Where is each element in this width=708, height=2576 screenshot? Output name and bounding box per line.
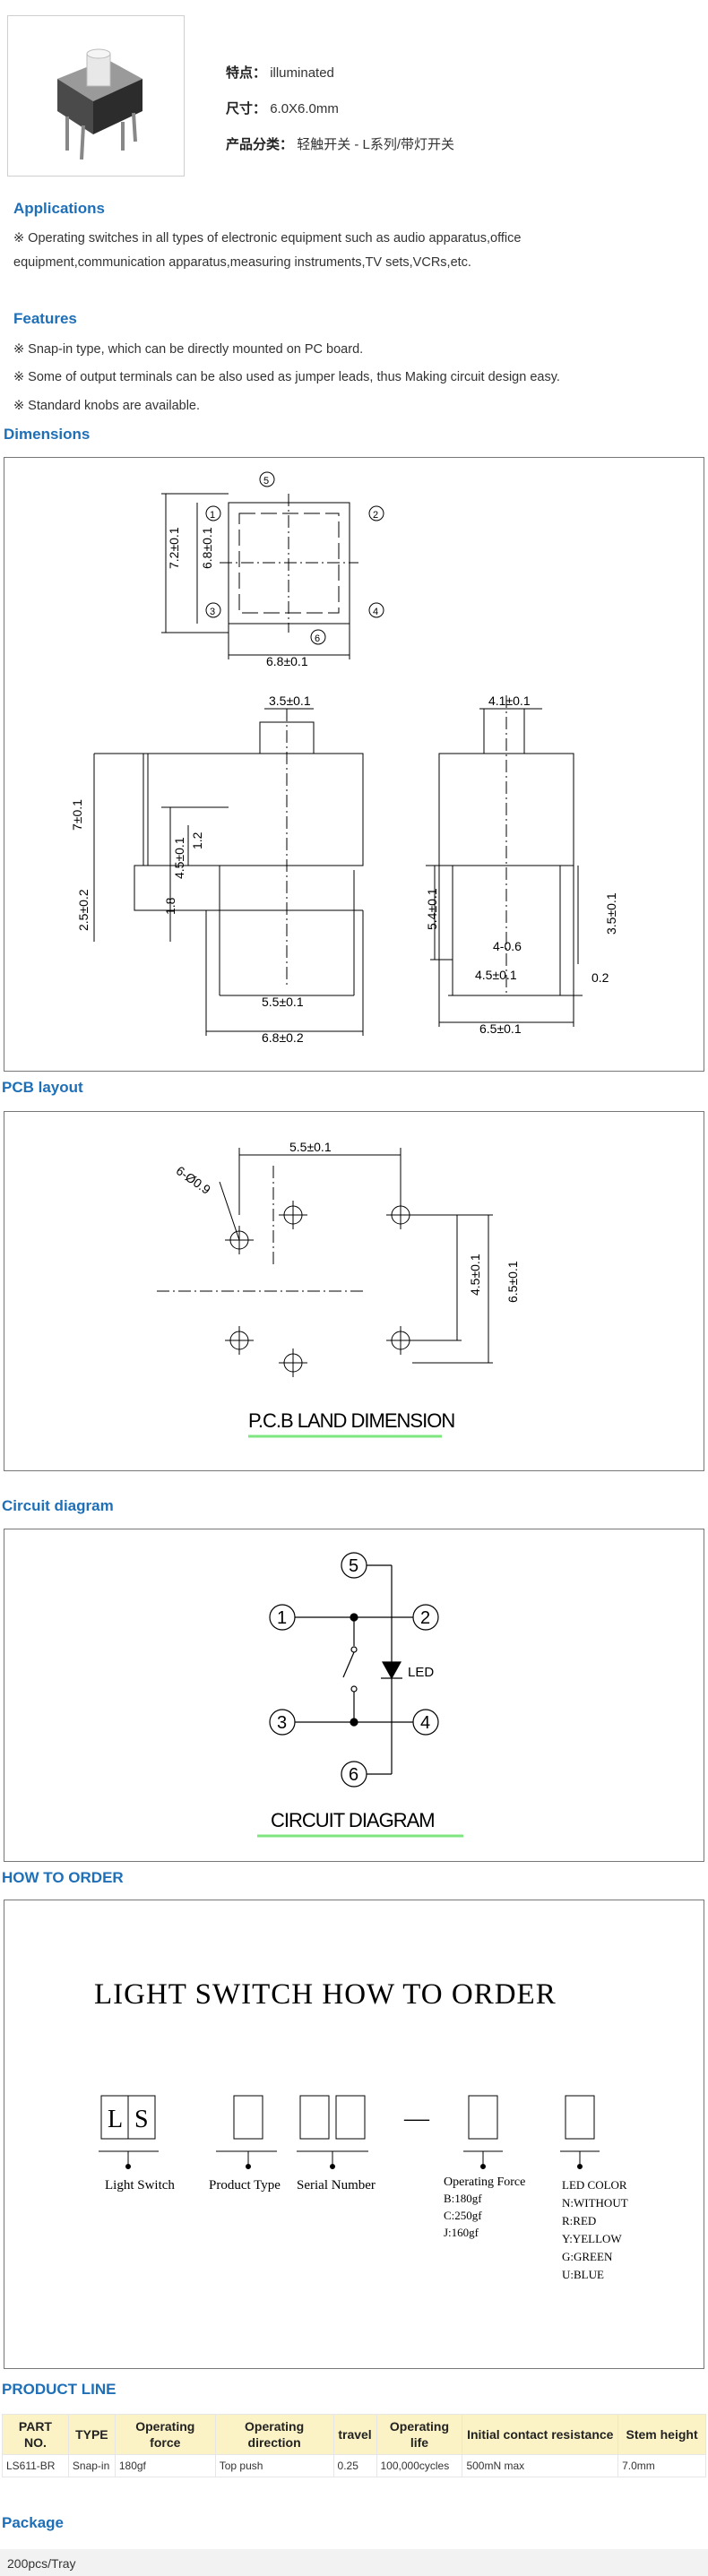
pcb-drawing: 5.5±0.1 6-Ø0.9 4.5±0.1 6.5±0.1 P.C.B LAN…: [4, 1111, 704, 1471]
col-type: TYPE: [67, 2414, 116, 2455]
pcb-holes-label: 6-Ø0.9: [174, 1163, 213, 1197]
dim-label: 1.2: [190, 831, 204, 849]
circuit-caption: CIRCUIT DIAGRAM: [271, 1809, 435, 1831]
order-product-type: Product Type: [209, 2178, 281, 2193]
table-row: LS611-BR Snap-in 180gf Top push 0.25 100…: [2, 2454, 706, 2477]
force-option: J:160gf: [444, 2226, 479, 2239]
dim-label: 4-0.6: [493, 939, 522, 953]
spec-list: 特点： illuminated 尺寸： 6.0X6.0mm 产品分类： 轻触开关…: [226, 56, 454, 163]
force-option: C:250gf: [444, 2209, 482, 2222]
dim-label: 5.4±0.1: [425, 888, 439, 930]
col-operating-direction: Operating direction: [214, 2414, 334, 2455]
circuit-title: Circuit diagram: [2, 1497, 114, 1514]
dimensions-drawing: 5 1 2 3 4 6 7.2±0.1 6.8±0.1 6.8±0.1 3.5±…: [4, 457, 704, 1072]
pin-label: 4: [373, 607, 378, 617]
dim-label: 4.1±0.1: [488, 694, 531, 708]
cell-part-no: LS611-BR: [2, 2454, 69, 2477]
dim-label: 6.8±0.2: [262, 1030, 304, 1045]
color-option: U:BLUE: [562, 2268, 604, 2281]
applications-title: Applications: [13, 200, 106, 217]
order-letter-l: L: [108, 2106, 123, 2133]
cell-travel: 0.25: [332, 2454, 377, 2477]
dim-label: 3.5±0.1: [604, 892, 618, 935]
color-option: G:GREEN: [562, 2250, 613, 2263]
product-line-table: PART NO. TYPE Operating force Operating …: [2, 2414, 706, 2477]
col-operating-force: Operating force: [114, 2414, 216, 2455]
spec-size: 尺寸： 6.0X6.0mm: [226, 101, 339, 116]
product-summary: 特点： illuminated 尺寸： 6.0X6.0mm 产品分类： 轻触开关…: [0, 0, 708, 188]
package-title: Package: [2, 2514, 64, 2531]
circuit-pin: 3: [277, 1713, 287, 1733]
cell-stem-height: 7.0mm: [617, 2454, 706, 2477]
pin-label: 6: [315, 633, 320, 644]
cell-operating-force: 180gf: [114, 2454, 216, 2477]
dim-label: 2.5±0.2: [76, 889, 91, 931]
table-header-row: PART NO. TYPE Operating force Operating …: [2, 2414, 706, 2455]
cell-contact-resistance: 500mN max: [462, 2454, 619, 2477]
order-led-color: LED COLOR: [562, 2178, 627, 2192]
order-drawing: LIGHT SWITCH HOW TO ORDER L S — Light Sw…: [4, 1900, 704, 2369]
feature-item-1: ※ Snap-in type, which can be directly mo…: [13, 342, 364, 357]
circuit-pin: 4: [420, 1713, 430, 1733]
dim-label: 6.5±0.1: [479, 1021, 522, 1036]
pcb-h1-label: 4.5±0.1: [468, 1254, 482, 1296]
circuit-pin: 6: [349, 1765, 358, 1785]
color-option: Y:YELLOW: [562, 2232, 622, 2245]
cell-operating-direction: Top push: [214, 2454, 334, 2477]
circuit-pin: 1: [277, 1608, 287, 1628]
order-operating-force: Operating Force: [444, 2175, 525, 2189]
dim-label: 7.2±0.1: [167, 527, 181, 569]
order-letter-s: S: [134, 2106, 149, 2133]
feature-item-2: ※ Some of output terminals can be also u…: [13, 370, 560, 384]
force-option: B:180gf: [444, 2192, 482, 2205]
pcb-title: PCB layout: [2, 1079, 83, 1096]
pcb-width-label: 5.5±0.1: [289, 1140, 332, 1154]
dimensions-title: Dimensions: [4, 426, 91, 443]
col-part-no: PART NO.: [2, 2414, 69, 2455]
dim-label: 3.5±0.1: [269, 694, 311, 708]
col-contact-resistance: Initial contact resistance: [462, 2414, 619, 2455]
pin-label: 3: [210, 607, 215, 617]
dim-label: 6.8±0.1: [200, 527, 214, 569]
dim-label: 7±0.1: [70, 799, 84, 831]
dim-label: 0.2: [591, 970, 609, 985]
dim-label: 4.5±0.1: [172, 837, 186, 879]
product-line-title: PRODUCT LINE: [2, 2381, 117, 2398]
color-option: R:RED: [562, 2214, 596, 2227]
applications-text: ※ Operating switches in all types of ele…: [13, 231, 522, 270]
col-travel: travel: [332, 2414, 377, 2455]
package-value: 200pcs/Tray: [0, 2549, 708, 2576]
pin-label: 1: [210, 510, 215, 521]
spec-category: 产品分类： 轻触开关 - L系列/带灯开关: [226, 137, 455, 152]
color-option: N:WITHOUT: [562, 2196, 628, 2210]
col-stem-height: Stem height: [617, 2414, 706, 2455]
features-title: Features: [13, 310, 77, 327]
order-serial-number: Serial Number: [297, 2178, 376, 2193]
circuit-pin: 5: [349, 1556, 358, 1576]
pin-label: 2: [373, 510, 378, 521]
feature-item-3: ※ Standard knobs are available.: [13, 399, 201, 413]
cell-operating-life: 100,000cycles: [376, 2454, 463, 2477]
order-light-switch: Light Switch: [105, 2178, 175, 2193]
pcb-caption: P.C.B LAND DIMENSION: [248, 1409, 454, 1432]
dim-label: 4.5±0.1: [475, 968, 517, 982]
order-dash: —: [403, 2105, 430, 2132]
dim-label: 5.5±0.1: [262, 995, 304, 1009]
col-operating-life: Operating life: [376, 2414, 463, 2455]
led-label: LED: [408, 1665, 434, 1680]
spec-feature: 特点： illuminated: [226, 65, 334, 81]
pin-label: 5: [263, 476, 269, 487]
circuit-pin: 2: [420, 1608, 430, 1628]
dim-label: 6.8±0.1: [266, 654, 308, 668]
product-thumbnail[interactable]: [7, 15, 185, 177]
order-title: HOW TO ORDER: [2, 1869, 124, 1886]
pcb-h2-label: 6.5±0.1: [505, 1261, 520, 1303]
cell-type: Snap-in: [67, 2454, 116, 2477]
circuit-drawing: 5 1 2 3 4 6 LED CIRCUIT DIAGRAM: [4, 1529, 704, 1862]
order-heading: LIGHT SWITCH HOW TO ORDER: [94, 1978, 557, 2011]
